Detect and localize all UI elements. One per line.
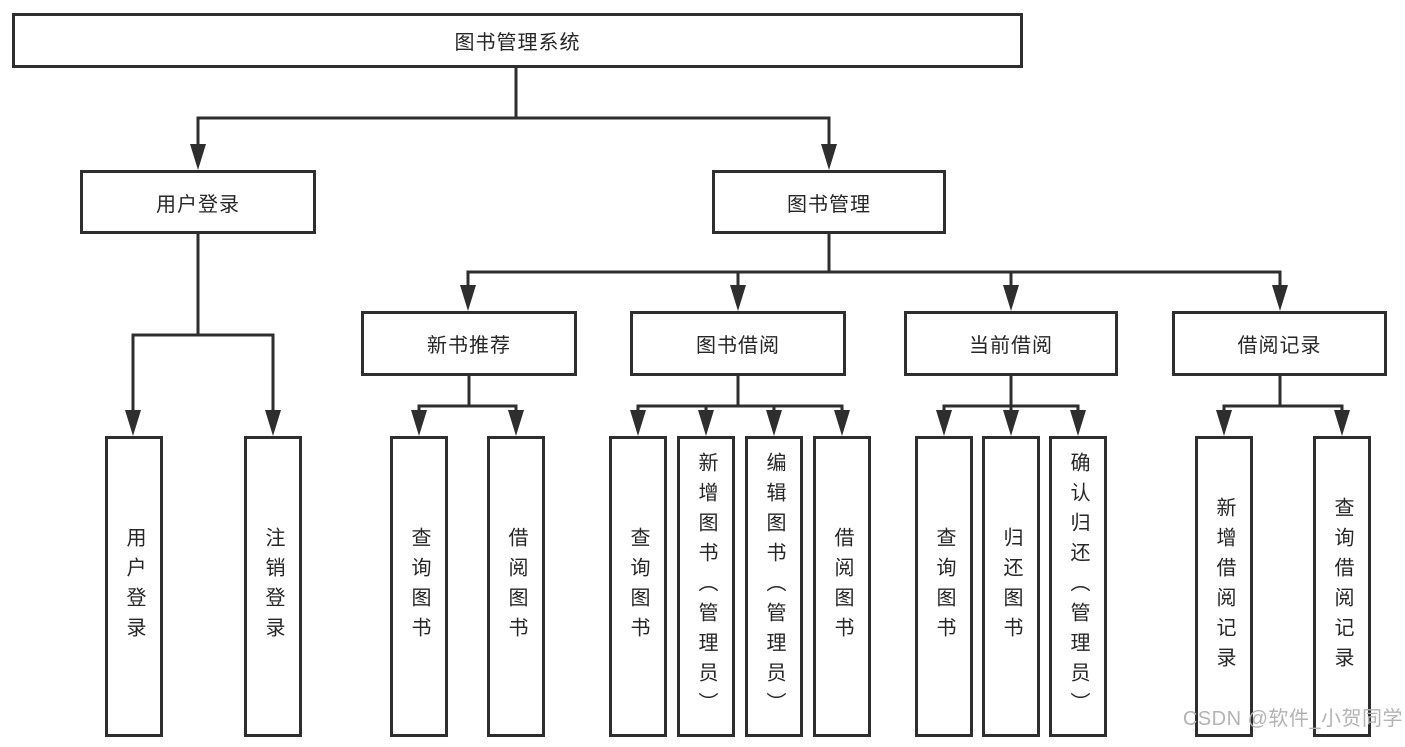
connector-book-management-to-sections-lines	[466, 234, 1282, 288]
connector-book-borrowing-children-arrowheads	[630, 410, 850, 436]
node-borrowing-records: 借阅记录	[1172, 311, 1387, 376]
connector-current-borrowing-children	[936, 376, 1086, 436]
leaf-user-login: 用户登录	[105, 436, 163, 737]
connector-user-login-children-arrowheads	[125, 410, 281, 436]
connector-new-book-recommend-children-arrowheads	[411, 410, 524, 436]
connector-root-to-level1-lines	[196, 68, 831, 146]
node-user-login: 用户登录	[80, 170, 316, 234]
node-root-library-management-system: 图书管理系统	[12, 13, 1023, 68]
connector-user-login-children	[125, 234, 281, 436]
csdn-watermark: CSDN @软件_小贺同学	[1182, 708, 1403, 730]
connector-book-borrowing-children-lines	[636, 376, 844, 412]
leaf-logout: 注销登录	[244, 436, 302, 737]
connector-current-borrowing-children-lines	[942, 376, 1080, 412]
leaf-records-add-borrow-record: 新增借阅记录	[1195, 436, 1253, 737]
connector-borrowing-records-children-arrowheads	[1216, 410, 1350, 436]
leaf-borrowing-borrow-books: 借阅图书	[813, 436, 871, 737]
leaf-records-query-borrow-record: 查询借阅记录	[1313, 436, 1371, 737]
leaf-recommend-borrow-books: 借阅图书	[487, 436, 545, 737]
leaf-current-return-books: 归还图书	[982, 436, 1040, 737]
connector-borrowing-records-children-lines	[1222, 376, 1344, 412]
connector-book-borrowing-children	[630, 376, 850, 436]
connector-root-to-level1	[190, 68, 837, 170]
connector-borrowing-records-children	[1216, 376, 1350, 436]
connector-current-borrowing-children-arrowheads	[936, 410, 1086, 436]
leaf-borrowing-edit-books-admin: 编辑图书（管理员）	[745, 436, 803, 737]
leaf-borrowing-query-books: 查询图书	[609, 436, 667, 737]
node-book-management: 图书管理	[712, 170, 946, 234]
leaf-current-confirm-return-admin: 确认归还（管理员）	[1049, 436, 1107, 737]
connector-root-to-level1-arrowheads	[190, 144, 837, 170]
connector-user-login-children-lines	[131, 234, 275, 412]
connector-new-book-recommend-children-lines	[417, 376, 518, 412]
leaf-current-query-books: 查询图书	[915, 436, 973, 737]
node-book-borrowing: 图书借阅	[630, 311, 846, 376]
connector-new-book-recommend-children	[411, 376, 524, 436]
node-current-borrowing: 当前借阅	[904, 311, 1118, 376]
connector-book-management-to-sections-arrowheads	[460, 285, 1288, 311]
node-new-book-recommend: 新书推荐	[361, 311, 577, 376]
leaf-recommend-query-books: 查询图书	[390, 436, 448, 737]
connector-book-management-to-sections	[460, 234, 1288, 311]
leaf-borrowing-add-books-admin: 新增图书（管理员）	[677, 436, 735, 737]
